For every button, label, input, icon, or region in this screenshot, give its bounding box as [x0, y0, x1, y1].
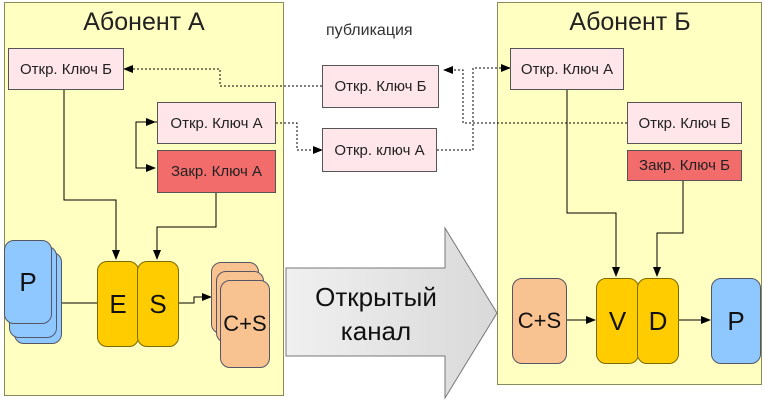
left-private-key-a-box: Закр. Ключ А	[157, 150, 276, 193]
left-ciphertext-card: C+S	[220, 280, 270, 368]
published-public-key-a-box: Откр. ключ А	[322, 128, 437, 172]
published-public-key-b-box: Откр. Ключ Б	[322, 65, 439, 108]
publication-label: публикация	[326, 22, 413, 39]
left-public-key-a-box: Откр. Ключ А	[157, 102, 276, 144]
right-verify-block: V	[596, 278, 639, 364]
subscriber-a-title: Абонент А	[83, 8, 205, 36]
left-public-key-b-box: Откр. Ключ Б	[8, 48, 124, 90]
right-ciphertext-card: C+S	[512, 278, 567, 364]
left-plaintext-card: P	[4, 240, 52, 324]
open-channel-line2: канал	[340, 316, 412, 346]
open-channel-line1: Открытый	[315, 282, 437, 312]
right-plaintext-card: P	[711, 278, 761, 364]
left-sign-block: S	[137, 261, 179, 347]
left-encrypt-block: E	[97, 261, 139, 347]
subscriber-b-title: Абонент Б	[569, 8, 691, 36]
right-decrypt-block: D	[637, 278, 679, 364]
open-channel-label: Открытый канал	[296, 280, 456, 348]
right-public-key-b-box: Откр. Ключ Б	[627, 102, 742, 144]
right-private-key-b-box: Закр. Ключ Б	[627, 150, 742, 181]
right-public-key-a-box: Откр. Ключ А	[510, 48, 624, 90]
